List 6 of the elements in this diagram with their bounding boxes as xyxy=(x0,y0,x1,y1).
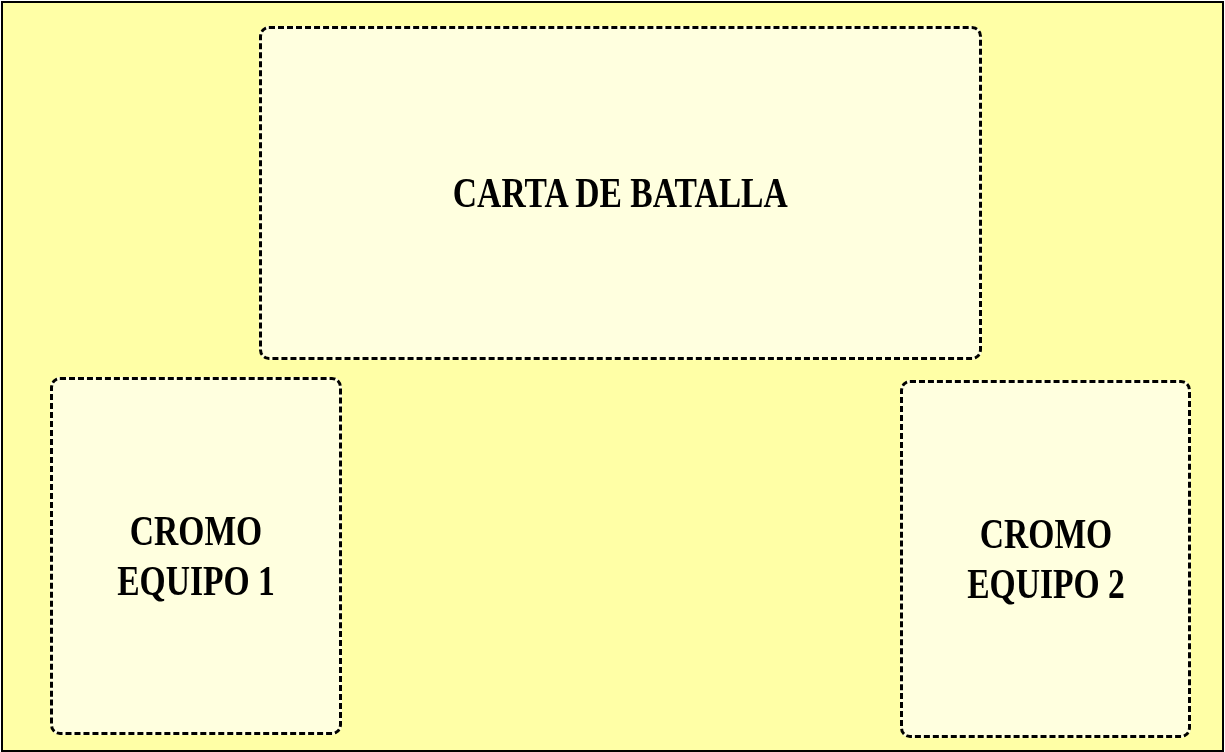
box-title: CARTA DE BATALLA xyxy=(453,168,788,218)
dashed-box xyxy=(900,380,1191,738)
dashed-box xyxy=(259,26,982,360)
dashed-box xyxy=(50,377,342,735)
box-title: CROMO EQUIPO 2 xyxy=(965,509,1126,609)
box-title: CROMO EQUIPO 1 xyxy=(116,506,276,606)
